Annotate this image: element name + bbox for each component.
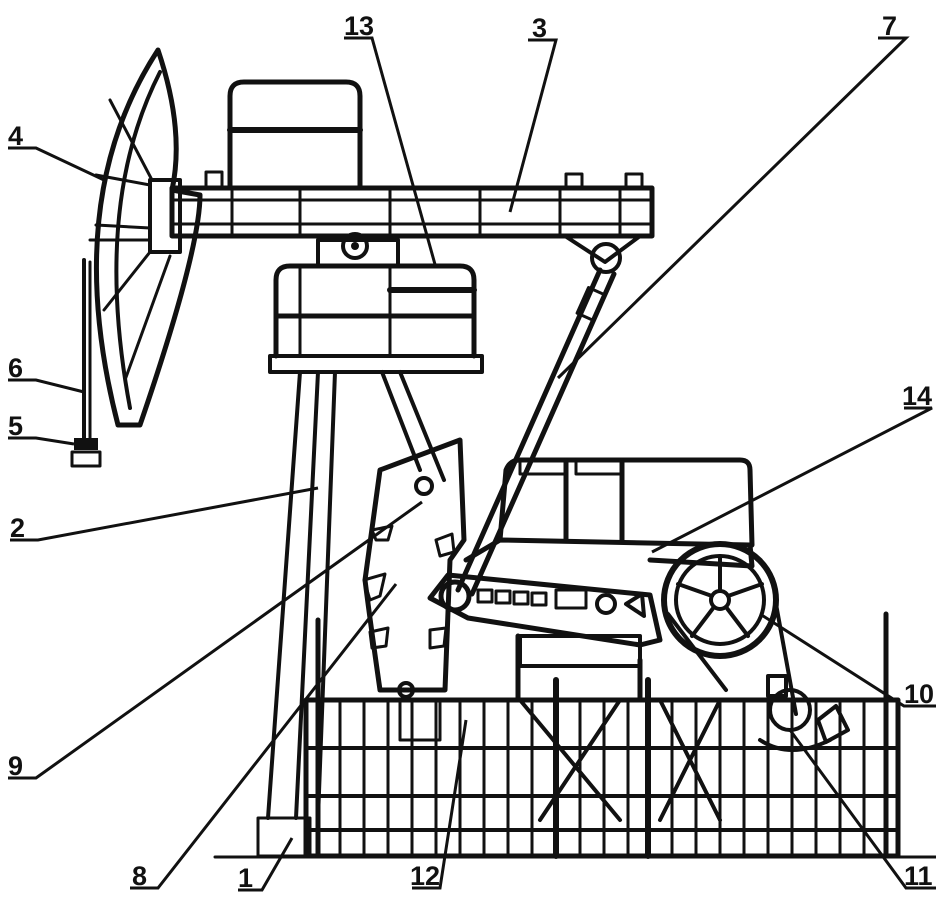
leader-6 bbox=[8, 378, 85, 394]
leader-8 bbox=[130, 583, 398, 890]
label-7: 7 bbox=[882, 11, 897, 41]
leader-4 bbox=[8, 146, 105, 182]
label-8: 8 bbox=[132, 861, 147, 891]
label-6: 6 bbox=[8, 353, 23, 383]
motor-assembly bbox=[758, 674, 850, 752]
leader-3 bbox=[508, 38, 558, 213]
base-block bbox=[256, 816, 312, 858]
leader-13 bbox=[344, 36, 438, 269]
leader-9 bbox=[8, 500, 423, 780]
leader-7 bbox=[556, 36, 910, 380]
leader-14 bbox=[651, 406, 933, 554]
walking-beam bbox=[169, 170, 655, 239]
leader-1 bbox=[238, 837, 294, 892]
polished-rod-clamp bbox=[70, 438, 102, 468]
label-3: 3 bbox=[532, 13, 547, 43]
leader-lines bbox=[8, 36, 936, 892]
leader-10 bbox=[759, 612, 936, 708]
label-2: 2 bbox=[10, 513, 25, 543]
label-5: 5 bbox=[8, 411, 23, 441]
label-9: 9 bbox=[8, 751, 23, 781]
crank-counterweight bbox=[362, 437, 467, 699]
label-13: 13 bbox=[344, 11, 374, 41]
pitman-arm bbox=[455, 267, 617, 597]
leader-11 bbox=[788, 729, 936, 890]
leader-5 bbox=[8, 436, 75, 446]
motor-pulley bbox=[661, 541, 779, 659]
horsehead bbox=[88, 47, 203, 428]
label-12: 12 bbox=[410, 861, 440, 891]
guard-fence bbox=[303, 611, 901, 859]
label-4: 4 bbox=[8, 121, 23, 151]
leader-2 bbox=[10, 486, 319, 542]
label-10: 10 bbox=[904, 679, 934, 709]
label-14: 14 bbox=[902, 381, 932, 411]
label-11: 11 bbox=[904, 861, 933, 891]
beam-guard bbox=[227, 79, 363, 191]
crank-arm bbox=[427, 572, 663, 648]
sub-base bbox=[515, 633, 722, 822]
leader-12 bbox=[412, 719, 468, 890]
equalizer-bearing bbox=[563, 234, 642, 274]
upper-platform bbox=[268, 263, 484, 374]
samson-post bbox=[266, 370, 446, 820]
label-1: 1 bbox=[238, 863, 253, 893]
wireline-hanger bbox=[82, 258, 92, 442]
saddle-bearing bbox=[316, 232, 400, 268]
drive-belt bbox=[666, 602, 798, 716]
